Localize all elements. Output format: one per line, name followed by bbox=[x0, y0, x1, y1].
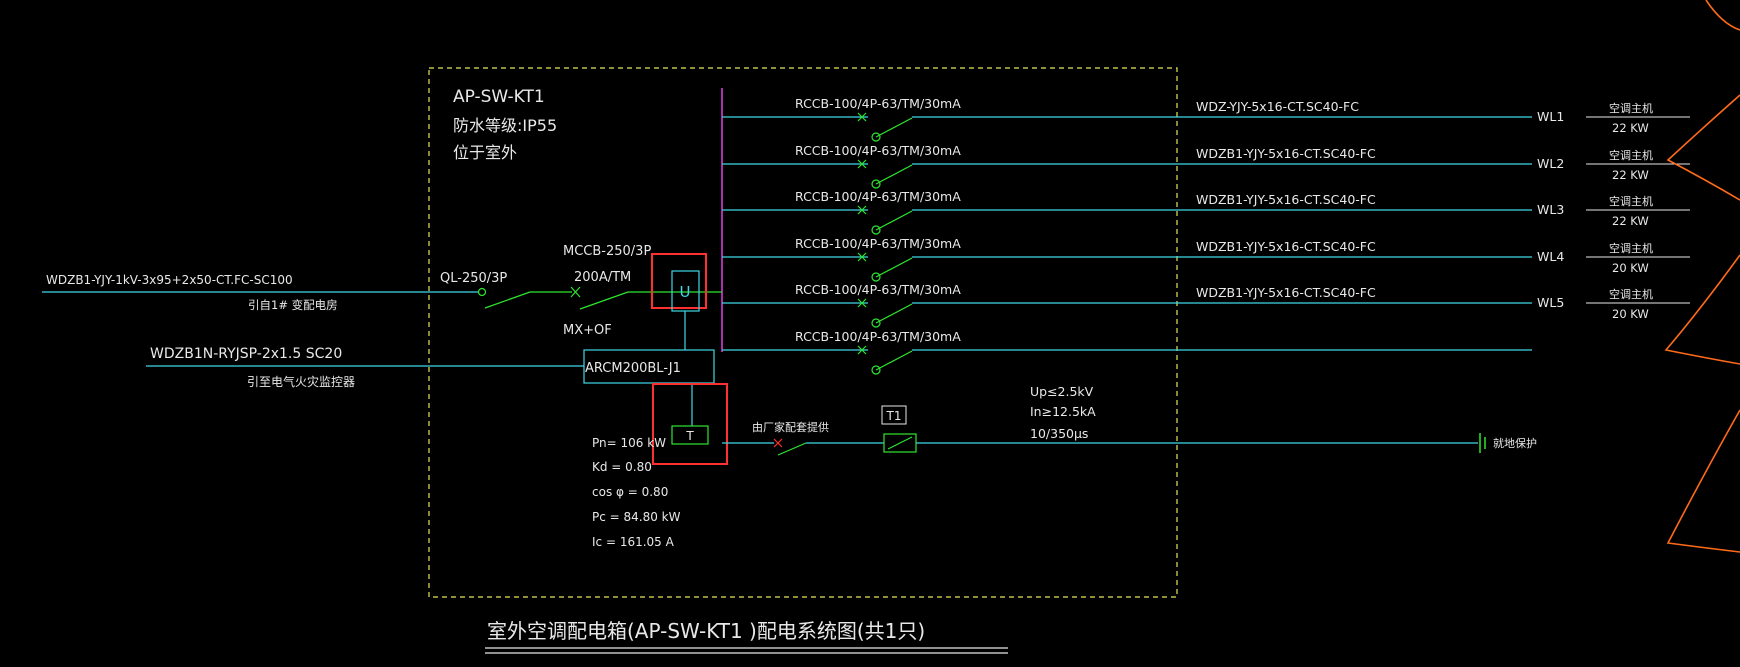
branch-4-load-power: 20 KW bbox=[1612, 261, 1649, 275]
calc-line-ic: Ic = 161.05 A bbox=[592, 535, 675, 549]
fire-monitor-device-label: ARCM200BL-J1 bbox=[585, 361, 681, 376]
branch-5-load-power: 20 KW bbox=[1612, 307, 1649, 321]
branch-3-breaker-blade bbox=[875, 210, 913, 231]
spd-waveform: 10/350μs bbox=[1030, 426, 1088, 441]
meter-label: U bbox=[680, 283, 691, 301]
revision-cloud bbox=[1664, 0, 1740, 553]
branch-4-load-name: 空调主机 bbox=[1609, 241, 1653, 255]
branch-3-cable-label: WDZB1-YJY-5x16-CT.SC40-FC bbox=[1196, 192, 1376, 207]
panel-location: 位于室外 bbox=[453, 143, 517, 162]
main-breaker-aux: MX+OF bbox=[563, 323, 612, 338]
branch-3-load-name: 空调主机 bbox=[1609, 194, 1653, 208]
branch-6-breaker-blade bbox=[875, 350, 913, 371]
branch-2-breaker-blade bbox=[875, 164, 913, 185]
transformer-highlight bbox=[652, 383, 728, 465]
transformer-box bbox=[671, 425, 709, 445]
panel-protection: 防水等级:IP55 bbox=[453, 116, 557, 135]
branch-5-load-name: 空调主机 bbox=[1609, 287, 1653, 301]
branch-1-load-power: 22 KW bbox=[1612, 121, 1649, 135]
fire-monitor-cable-label: WDZB1N-RYJSP-2x1.5 SC20 bbox=[150, 346, 342, 362]
branch-4-circuit-id: WL4 bbox=[1537, 249, 1564, 264]
fire-monitor-dest-label: 引至电气火灾监控器 bbox=[247, 374, 355, 389]
spd-isolator-blade bbox=[777, 442, 807, 456]
ground-label: 就地保护 bbox=[1493, 436, 1537, 450]
branch-5-circuit-id: WL5 bbox=[1537, 295, 1564, 310]
branch-1-rcd-mark bbox=[871, 132, 881, 142]
isolator-terminal bbox=[477, 287, 487, 297]
branch-2-rcd-mark bbox=[871, 179, 881, 189]
drawing-title: 室外空调配电箱(AP-SW-KT1 )配电系统图(共1只) bbox=[487, 619, 925, 643]
branch-5-rcd-mark bbox=[871, 318, 881, 328]
incoming-cable-label: WDZB1-YJY-1kV-3x95+2x50-CT.FC-SC100 bbox=[46, 273, 293, 287]
branch-1-breaker-blade bbox=[875, 117, 913, 138]
branch-2-load-name: 空调主机 bbox=[1609, 148, 1653, 162]
calc-line-pc: Pc = 84.80 kW bbox=[592, 510, 681, 524]
branch-3-rcd-mark bbox=[871, 225, 881, 235]
outgoing-branches: RCCB-100/4P-63/TM/30mA WDZ-YJY-5x16-CT.SC… bbox=[722, 96, 1690, 375]
branch-6-breaker-x2 bbox=[857, 345, 867, 355]
branch-1-breaker-label: RCCB-100/4P-63/TM/30mA bbox=[795, 96, 961, 111]
branch-4-cable-label: WDZB1-YJY-5x16-CT.SC40-FC bbox=[1196, 239, 1376, 254]
spd-tag-label: T1 bbox=[886, 409, 902, 423]
branch-4-breaker-label: RCCB-100/4P-63/TM/30mA bbox=[795, 236, 961, 251]
branch-6-breaker-label: RCCB-100/4P-63/TM/30mA bbox=[795, 329, 961, 344]
spd-varistor-mark bbox=[887, 436, 913, 450]
spd-tag-box bbox=[881, 405, 907, 425]
calc-line-kd: Kd = 0.80 bbox=[592, 460, 652, 474]
meter-highlight bbox=[651, 253, 707, 309]
branch-2-breaker-x2 bbox=[857, 159, 867, 169]
branch-2-load-power: 22 KW bbox=[1612, 168, 1649, 182]
branch-4-breaker-blade bbox=[875, 257, 913, 278]
isolator-blade bbox=[484, 291, 531, 309]
branch-1-load-name: 空调主机 bbox=[1609, 101, 1653, 115]
spd-in-rating: In≥12.5kA bbox=[1030, 404, 1096, 419]
main-breaker-rating: 200A/TM bbox=[574, 270, 631, 285]
branch-2-cable-label: WDZB1-YJY-5x16-CT.SC40-FC bbox=[1196, 146, 1376, 161]
branch-5-breaker-blade bbox=[875, 303, 913, 324]
main-breaker-x2 bbox=[570, 286, 581, 298]
isolator-label: QL-250/3P bbox=[440, 271, 507, 286]
branch-1-cable-label: WDZ-YJY-5x16-CT.SC40-FC bbox=[1196, 99, 1359, 114]
branch-2-breaker-label: RCCB-100/4P-63/TM/30mA bbox=[795, 143, 961, 158]
branch-1-circuit-id: WL1 bbox=[1537, 109, 1564, 124]
branch-3-breaker-label: RCCB-100/4P-63/TM/30mA bbox=[795, 189, 961, 204]
branch-4-breaker-x2 bbox=[857, 252, 867, 262]
panel-name: AP-SW-KT1 bbox=[453, 87, 545, 107]
branch-1-breaker-x2 bbox=[857, 112, 867, 122]
branch-5-breaker-label: RCCB-100/4P-63/TM/30mA bbox=[795, 282, 961, 297]
branch-2-circuit-id: WL2 bbox=[1537, 156, 1564, 171]
incoming-source-label: 引自1# 变配电房 bbox=[248, 298, 338, 312]
spd-supplier-note: 由厂家配套提供 bbox=[752, 420, 829, 434]
branch-4-rcd-mark bbox=[871, 272, 881, 282]
branch-5-breaker-x2 bbox=[857, 298, 867, 308]
branch-3-breaker-x2 bbox=[857, 205, 867, 215]
spd-up-rating: Up≤2.5kV bbox=[1030, 384, 1094, 399]
branch-6-rcd-mark bbox=[871, 365, 881, 375]
branch-3-load-power: 22 KW bbox=[1612, 214, 1649, 228]
branch-5-cable-label: WDZB1-YJY-5x16-CT.SC40-FC bbox=[1196, 285, 1376, 300]
calc-line-pn: Pn= 106 kW bbox=[592, 436, 666, 450]
panel-boundary bbox=[428, 67, 1178, 598]
main-breaker-blade bbox=[579, 291, 629, 310]
main-breaker-label: MCCB-250/3P bbox=[563, 244, 651, 259]
branch-3-circuit-id: WL3 bbox=[1537, 202, 1564, 217]
spd-isolator-x2 bbox=[773, 438, 783, 448]
transformer-label: T bbox=[685, 429, 694, 443]
calc-line-cos: cos φ = 0.80 bbox=[592, 485, 668, 499]
